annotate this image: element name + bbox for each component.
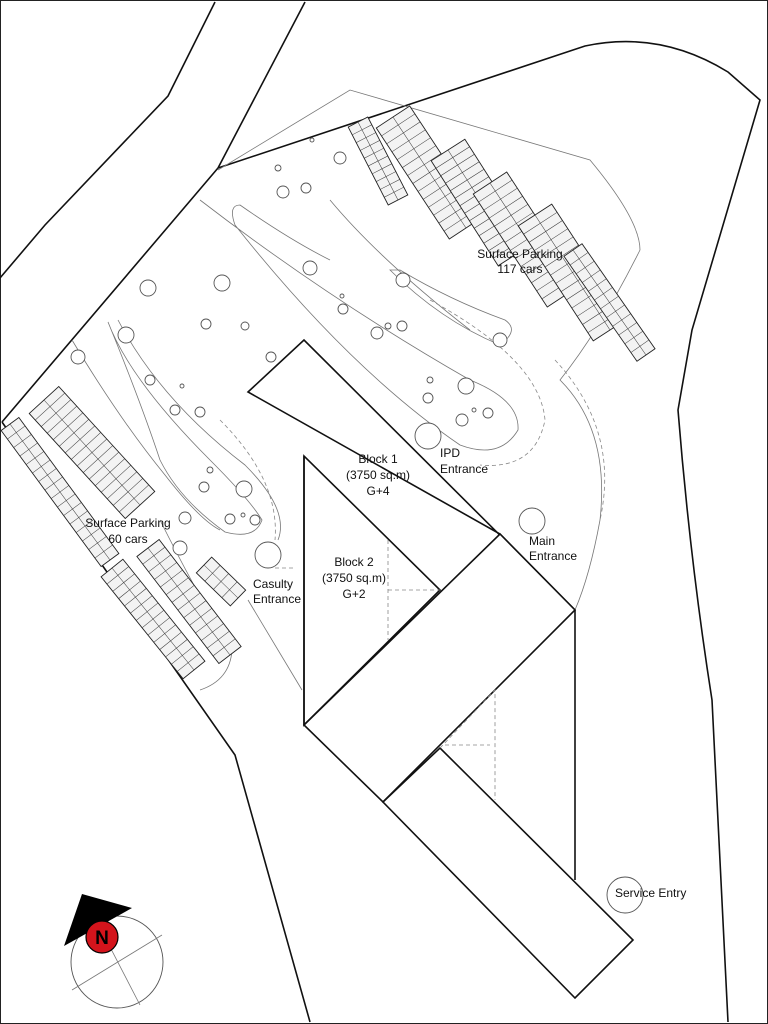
tree xyxy=(206,466,214,474)
main-entrance-circle xyxy=(518,507,546,535)
tree xyxy=(70,349,86,365)
ipd-entrance-label: IPD xyxy=(440,446,460,460)
tree xyxy=(198,481,210,493)
tree xyxy=(172,540,188,556)
buildings xyxy=(246,338,635,1000)
tree xyxy=(144,374,156,386)
parking-row xyxy=(136,538,242,665)
tree xyxy=(333,151,347,165)
tree xyxy=(274,164,282,172)
tree xyxy=(200,318,212,330)
tree xyxy=(492,332,508,348)
tree xyxy=(370,326,384,340)
tree xyxy=(213,274,231,292)
casualty-entrance-label: Casulty xyxy=(253,577,293,591)
road xyxy=(0,1,306,279)
tree xyxy=(179,383,185,389)
tree xyxy=(482,407,494,419)
main-entrance-label: Main xyxy=(529,534,555,548)
north-letter: N xyxy=(95,928,109,949)
parking-row xyxy=(28,385,156,520)
tree xyxy=(276,185,290,199)
tree xyxy=(339,293,345,299)
entrance-markers xyxy=(254,422,644,914)
tree xyxy=(395,272,411,288)
block-south-wing xyxy=(381,746,635,1000)
tree xyxy=(471,407,477,413)
parking-east-label: Surface Parking xyxy=(477,247,562,261)
block-1-area: (3750 sq.m) xyxy=(346,468,410,482)
tree xyxy=(300,182,312,194)
tree xyxy=(235,480,253,498)
landscape-trees xyxy=(70,137,508,556)
block-1-floors: G+4 xyxy=(366,484,389,498)
driveways xyxy=(71,89,641,691)
tree xyxy=(117,326,135,344)
tree xyxy=(455,413,469,427)
tree xyxy=(384,322,392,330)
tree xyxy=(169,404,181,416)
north-arrow: N xyxy=(64,894,164,1009)
tree xyxy=(178,511,192,525)
tree xyxy=(309,137,315,143)
tree xyxy=(249,514,261,526)
north-arrow-head-icon xyxy=(64,894,132,946)
parking-stalls xyxy=(0,105,656,680)
block-2-name: Block 2 xyxy=(334,555,374,569)
tree xyxy=(240,321,250,331)
block-2-floors: G+2 xyxy=(342,587,365,601)
parking-row xyxy=(347,116,409,206)
casualty-entrance-circle xyxy=(254,541,282,569)
casualty-entrance-label-2: Entrance xyxy=(253,592,301,606)
ipd-entrance-label-2: Entrance xyxy=(440,462,488,476)
parking-row xyxy=(563,243,656,362)
parking-west-count: 60 cars xyxy=(108,532,147,546)
ipd-entrance-circle xyxy=(414,422,442,450)
tree xyxy=(194,406,206,418)
tree xyxy=(240,512,246,518)
tree xyxy=(139,279,157,297)
parking-west-label: Surface Parking xyxy=(85,516,170,530)
service-entry-circle xyxy=(606,876,644,914)
parking-east-count: 117 cars xyxy=(497,262,542,276)
parking-row xyxy=(100,558,206,680)
tree xyxy=(396,320,408,332)
tree xyxy=(302,260,318,276)
tree xyxy=(224,513,236,525)
main-entrance-label-2: Entrance xyxy=(529,549,577,563)
tree xyxy=(457,377,475,395)
block-2-area: (3750 sq.m) xyxy=(322,571,386,585)
service-entry-label: Service Entry xyxy=(615,886,686,900)
tree xyxy=(426,376,434,384)
tree xyxy=(422,392,434,404)
north-badge xyxy=(85,920,119,954)
block-1-name: Block 1 xyxy=(358,452,398,466)
parking-row xyxy=(195,556,247,607)
tree xyxy=(265,351,277,363)
parking-row xyxy=(0,416,120,568)
tree xyxy=(337,303,349,315)
